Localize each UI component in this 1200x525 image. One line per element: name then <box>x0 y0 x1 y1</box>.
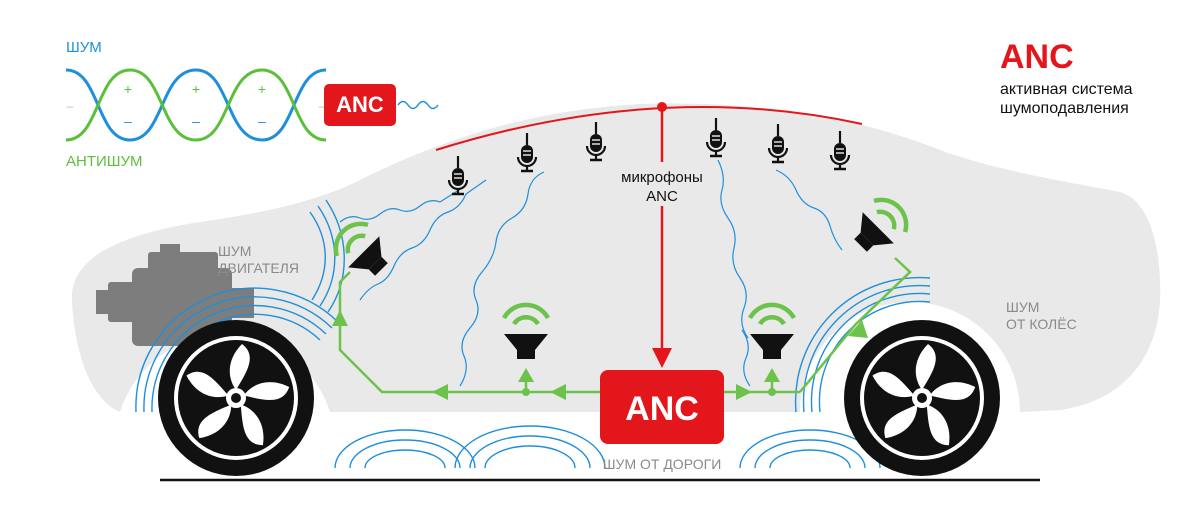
plus-sign: + <box>258 81 266 97</box>
plus-sign: + <box>192 81 200 97</box>
minus-sign: – <box>258 113 266 129</box>
road-noise-label: ШУМ ОТ ДОРОГИ <box>603 456 722 472</box>
title-line2: шумоподавления <box>1000 100 1129 117</box>
antinoise-arrows <box>332 310 868 400</box>
title-line1: активная система <box>1000 81 1133 98</box>
minus-sign: – <box>319 99 326 113</box>
antinoise-label: АНТИШУМ <box>66 153 143 170</box>
wheel-icon <box>158 320 314 476</box>
anc-badge-label: ANC <box>336 92 384 117</box>
plus-sign: + <box>124 81 132 97</box>
wheel-icon <box>844 320 1000 476</box>
antinoise-wave <box>65 68 327 142</box>
engine-noise-label-line1: ШУМ <box>218 243 251 259</box>
wheel-noise-label-line2: ОТ КОЛЁС <box>1006 316 1077 332</box>
noise-wave <box>65 68 327 142</box>
title-main: ANC <box>1000 38 1074 76</box>
anc-controller-label: ANC <box>625 390 699 428</box>
wheel-noise-label-line1: ШУМ <box>1006 299 1039 315</box>
car-body <box>71 103 1161 413</box>
minus-sign: – <box>192 113 200 129</box>
minus-sign: – <box>67 99 74 113</box>
minus-sign: – <box>124 113 132 129</box>
mics-label-line2: ANC <box>646 188 678 205</box>
engine-noise-label-line2: ДВИГАТЕЛЯ <box>218 260 299 276</box>
noise-label: ШУМ <box>66 39 102 56</box>
wave-legend: ШУМ + + + – – – – – АНТИШУМ ANC <box>65 39 439 170</box>
anc-controller: ANC <box>600 370 724 444</box>
mics-label-line1: микрофоны <box>621 169 703 186</box>
noise-paths <box>339 159 843 387</box>
mic-array <box>435 102 863 368</box>
residual-wave <box>397 100 439 110</box>
anc-badge <box>324 84 396 126</box>
